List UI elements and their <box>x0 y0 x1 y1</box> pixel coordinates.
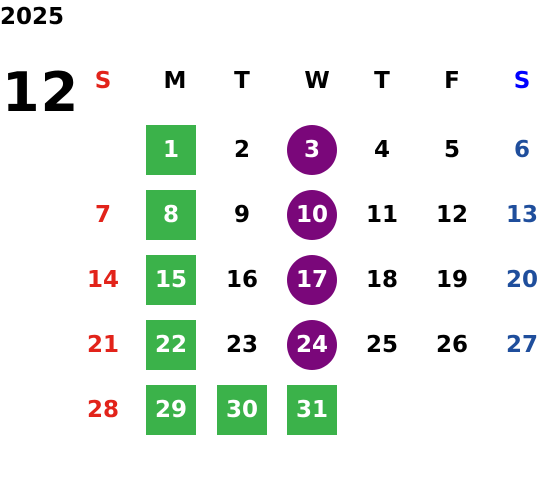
day-cell[interactable]: 22 <box>146 320 196 370</box>
weekday-header-sun: S <box>94 68 112 94</box>
day-cell[interactable]: 12 <box>435 202 468 228</box>
day-cell[interactable]: 8 <box>146 190 196 240</box>
day-cell[interactable]: 9 <box>233 202 250 228</box>
day-cell[interactable]: 17 <box>287 255 337 305</box>
day-cell[interactable]: 27 <box>505 332 538 358</box>
weekday-header-fri: F <box>444 68 460 94</box>
day-cell[interactable]: 11 <box>365 202 398 228</box>
month-number: 12 <box>2 61 80 124</box>
day-cell[interactable]: 21 <box>86 332 119 358</box>
day-cell[interactable]: 6 <box>513 137 530 163</box>
day-cell[interactable]: 28 <box>86 397 119 423</box>
day-cell[interactable]: 25 <box>365 332 398 358</box>
weekday-header-sat: S <box>513 68 531 94</box>
day-cell[interactable]: 2 <box>233 137 250 163</box>
day-cell[interactable]: 30 <box>217 385 267 435</box>
day-cell[interactable]: 26 <box>435 332 468 358</box>
day-cell[interactable]: 31 <box>287 385 337 435</box>
weekday-header-tue: T <box>234 68 250 94</box>
day-cell[interactable]: 23 <box>225 332 258 358</box>
day-cell[interactable]: 1 <box>146 125 196 175</box>
day-cell[interactable]: 14 <box>86 267 119 293</box>
day-cell[interactable]: 3 <box>287 125 337 175</box>
day-cell[interactable]: 18 <box>365 267 398 293</box>
weekday-header-wed: W <box>304 68 330 94</box>
year-label: 2025 <box>0 4 65 30</box>
day-cell[interactable]: 10 <box>287 190 337 240</box>
day-cell[interactable]: 13 <box>505 202 538 228</box>
day-cell[interactable]: 19 <box>435 267 468 293</box>
day-cell[interactable]: 16 <box>225 267 258 293</box>
day-cell[interactable]: 20 <box>505 267 538 293</box>
day-cell[interactable]: 4 <box>373 137 390 163</box>
day-cell[interactable]: 29 <box>146 385 196 435</box>
day-cell[interactable]: 15 <box>146 255 196 305</box>
day-cell[interactable]: 7 <box>94 202 111 228</box>
day-cell[interactable]: 24 <box>287 320 337 370</box>
weekday-header-mon: M <box>163 68 187 94</box>
weekday-header-thu: T <box>374 68 390 94</box>
day-cell[interactable]: 5 <box>443 137 460 163</box>
